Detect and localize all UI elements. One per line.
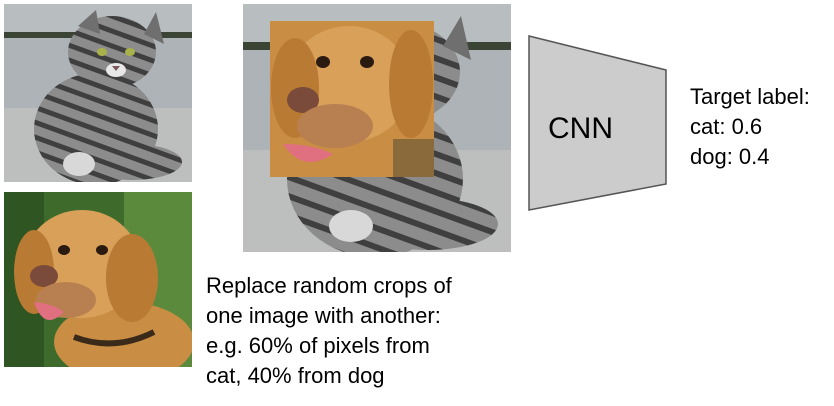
target-dog-value: dog: 0.4 [690, 144, 770, 169]
cutmix-photo [243, 4, 511, 252]
caption-line: Replace random crops of [206, 273, 452, 298]
caption-line: e.g. 60% of pixels from [206, 333, 430, 358]
cnn-trapezoid [528, 35, 667, 211]
caption-line: one image with another: [206, 303, 441, 328]
cnn-label: CNN [548, 112, 613, 145]
dog-photo [4, 192, 192, 367]
cat-photo [4, 4, 192, 182]
caption: Replace random crops of one image with a… [206, 271, 526, 391]
target-label: Target label: cat: 0.6 dog: 0.4 [690, 82, 810, 172]
dog-crop [270, 21, 434, 177]
target-cat-value: cat: 0.6 [690, 114, 763, 139]
caption-line: cat, 40% from dog [206, 363, 385, 388]
target-label-title: Target label: [690, 84, 810, 109]
